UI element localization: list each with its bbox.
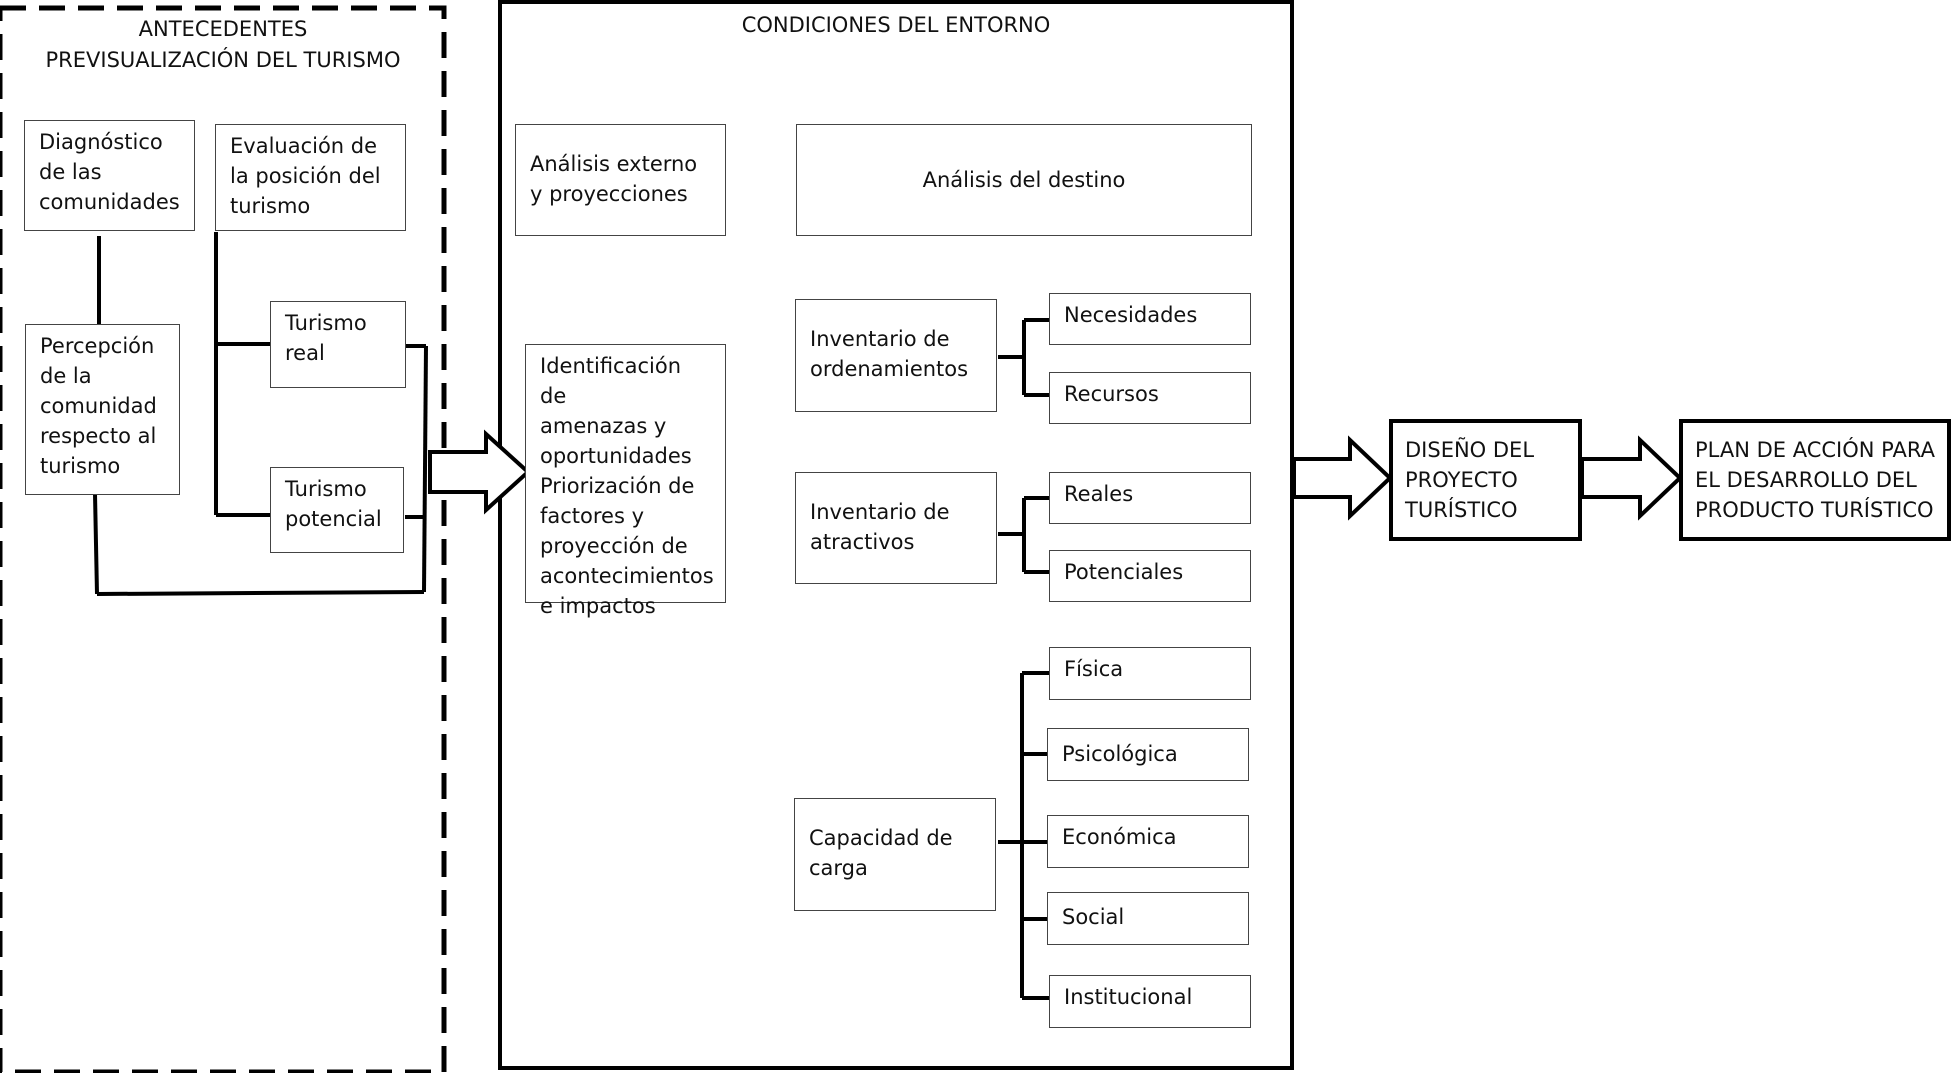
- necesidades-box: Necesidades: [1049, 293, 1251, 345]
- connector-collector: [422, 345, 428, 593]
- analisis-destino-box: Análisis del destino: [796, 124, 1252, 236]
- entorno-frame: [498, 0, 1294, 1070]
- psicologica-box: Psicológica: [1047, 728, 1249, 781]
- institucional-box: Institucional: [1049, 975, 1251, 1028]
- potenciales-box: Potenciales: [1049, 550, 1251, 602]
- inventario-atractivos-box: Inventario de atractivos: [795, 472, 997, 584]
- plan-box: PLAN DE ACCIÓN PARA EL DESARROLLO DEL PR…: [1679, 419, 1951, 541]
- evaluacion-box: Evaluación de la posición del turismo: [215, 124, 406, 231]
- diagnostico-box: Diagnóstico de las comunidades: [24, 120, 195, 231]
- social-box: Social: [1047, 892, 1249, 945]
- capacidad-carga-box: Capacidad de carga: [794, 798, 996, 911]
- fisica-box: Física: [1049, 647, 1251, 700]
- connector-percepcion-bottom: [93, 493, 99, 595]
- inventario-ordenamientos-box: Inventario de ordenamientos: [795, 299, 997, 412]
- connector-bottom: [96, 590, 425, 596]
- percepcion-box: Percepción de la comunidad respecto al t…: [25, 324, 180, 495]
- turismo-potencial-box: Turismo potencial: [270, 467, 404, 553]
- arrow-to-diseno: [1292, 435, 1393, 521]
- identificacion-box: Identificación de amenazas y oportunidad…: [525, 344, 726, 618]
- economica-box: Económica: [1047, 815, 1249, 868]
- arrow-to-entorno: [428, 429, 531, 515]
- antecedentes-frame: [0, 5, 447, 1073]
- recursos-box: Recursos: [1049, 372, 1251, 424]
- diseno-box: DISEÑO DEL PROYECTO TURÍSTICO: [1389, 419, 1582, 541]
- analisis-externo-box: Análisis externo y proyecciones: [515, 124, 726, 236]
- turismo-real-box: Turismo real: [270, 301, 406, 388]
- antecedentes-title: ANTECEDENTES PREVISUALIZACIÓN DEL TURISM…: [45, 17, 401, 72]
- reales-box: Reales: [1049, 472, 1251, 524]
- entorno-title: CONDICIONES DEL ENTORNO: [741, 13, 1051, 37]
- arrow-to-plan: [1580, 435, 1683, 521]
